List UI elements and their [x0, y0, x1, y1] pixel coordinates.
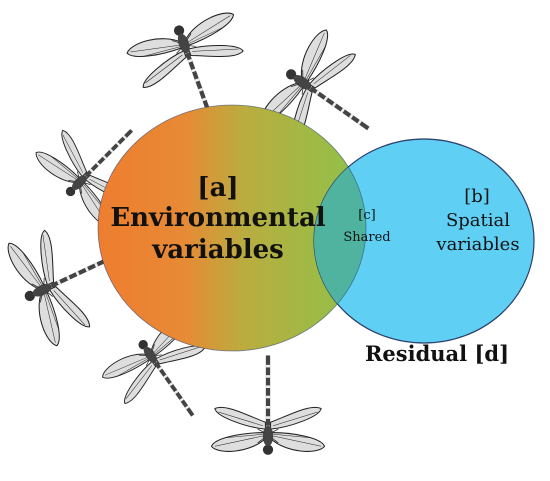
spatial-label-line2: variables	[435, 234, 519, 255]
environmental-set-circle	[98, 105, 366, 351]
spatial-label-line1: Spatial	[446, 210, 510, 231]
environmental-set-outline	[97, 104, 367, 352]
residual-label: Residual [d]	[365, 341, 509, 366]
env-label-line1: Environmental	[110, 203, 325, 233]
dragonfly-illustration-6	[210, 354, 326, 456]
spatial-tag: [b]	[464, 186, 490, 207]
env-tag: [a]	[197, 173, 238, 203]
shared-tag: [c]	[358, 208, 375, 223]
shared-label: Shared	[343, 230, 390, 245]
env-label-line2: variables	[151, 235, 284, 265]
